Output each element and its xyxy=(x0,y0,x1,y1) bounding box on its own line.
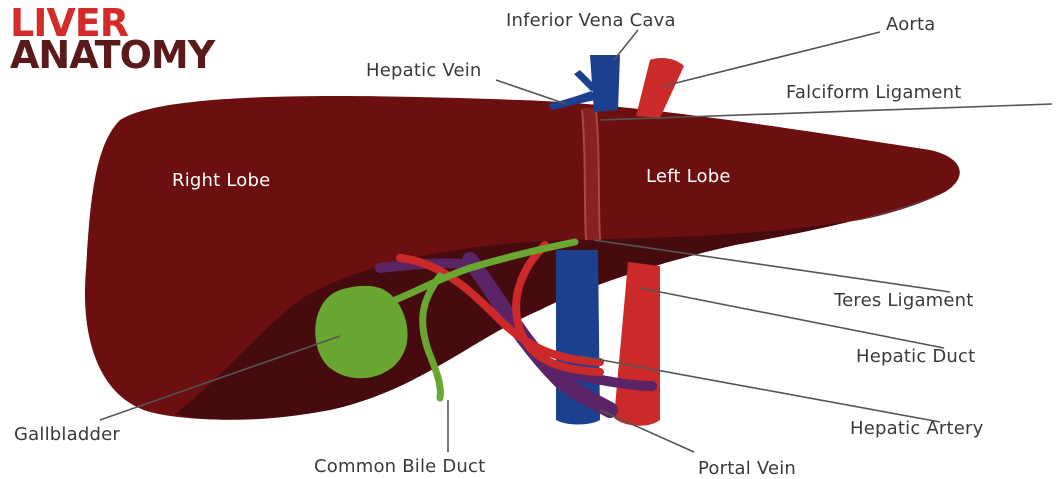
leader-aorta xyxy=(664,32,880,86)
label-aorta: Aorta xyxy=(886,14,936,35)
label-hepatic-vein: Hepatic Vein xyxy=(366,60,482,81)
title-anatomy: ANATOMY xyxy=(10,36,214,74)
label-hepatic-artery: Hepatic Artery xyxy=(850,418,983,439)
label-inferior-vena-cava: Inferior Vena Cava xyxy=(506,10,676,31)
label-falciform-ligament: Falciform Ligament xyxy=(786,82,961,103)
label-left-lobe: Left Lobe xyxy=(646,166,731,187)
inferior-vena-cava-upper xyxy=(590,55,620,112)
label-teres-ligament: Teres Ligament xyxy=(834,290,974,311)
leader-falciform-ligament xyxy=(600,104,1052,120)
label-hepatic-duct: Hepatic Duct xyxy=(856,346,975,367)
falciform-ligament-band xyxy=(588,108,592,240)
label-common-bile-duct: Common Bile Duct xyxy=(314,456,485,477)
leader-inferior-vena-cava xyxy=(614,30,638,60)
aorta-upper xyxy=(636,58,684,118)
label-gallbladder: Gallbladder xyxy=(14,424,120,445)
label-portal-vein: Portal Vein xyxy=(698,458,796,479)
label-right-lobe: Right Lobe xyxy=(172,170,270,191)
aorta-lower xyxy=(614,262,660,426)
